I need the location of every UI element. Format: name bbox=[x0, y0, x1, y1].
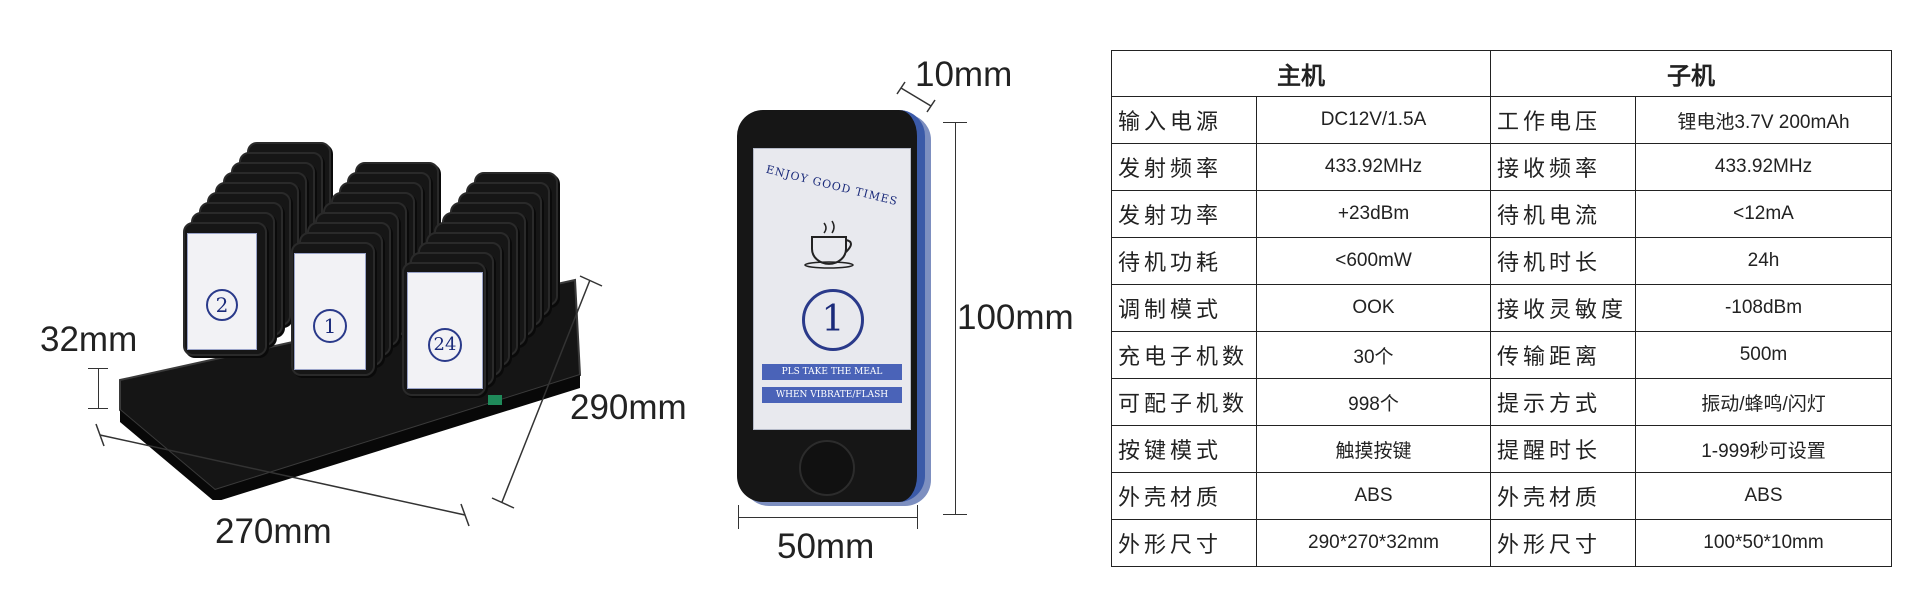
host-spec-value: ABS bbox=[1256, 472, 1491, 520]
dim-tick bbox=[88, 408, 108, 409]
dim-tick bbox=[943, 514, 967, 515]
pager-number: 1 bbox=[802, 289, 864, 351]
pager-spec-name: 外形尺寸 bbox=[1490, 519, 1636, 567]
dim-dock-width: 270mm bbox=[215, 512, 332, 551]
dim-tick bbox=[917, 505, 918, 529]
dim-tick bbox=[88, 368, 108, 369]
dock-pager-number: 24 bbox=[428, 328, 462, 362]
dim-pager-width: 50mm bbox=[777, 527, 875, 566]
header-pager: 子机 bbox=[1490, 50, 1892, 97]
host-spec-name: 外壳材质 bbox=[1111, 472, 1257, 520]
dock-pager-label-right: 24 bbox=[407, 272, 483, 389]
host-spec-name: 发射功率 bbox=[1111, 190, 1257, 238]
pager-spec-value: 振动/蜂鸣/闪灯 bbox=[1635, 378, 1892, 426]
pager-home-button bbox=[799, 440, 855, 496]
dim-tick bbox=[738, 505, 739, 529]
dim-pager-thickness: 10mm bbox=[915, 55, 1013, 94]
pager-spec-value: ABS bbox=[1635, 472, 1892, 520]
dock-pager-label-left: 2 bbox=[187, 233, 257, 350]
host-spec-name: 按键模式 bbox=[1111, 425, 1257, 473]
pager-spec-name: 待机电流 bbox=[1490, 190, 1636, 238]
dim-dock-height: 32mm bbox=[40, 320, 138, 359]
pager-banner-1: PLS TAKE THE MEAL bbox=[762, 364, 902, 380]
host-spec-name: 充电子机数 bbox=[1111, 331, 1257, 379]
pager-spec-name: 接收灵敏度 bbox=[1490, 284, 1636, 332]
host-spec-name: 待机功耗 bbox=[1111, 237, 1257, 285]
host-spec-value: 998个 bbox=[1256, 378, 1491, 426]
pager-banner-2: WHEN VIBRATE/FLASH bbox=[762, 387, 902, 403]
pager-spec-value: 24h bbox=[1635, 237, 1892, 285]
host-spec-value: 433.92MHz bbox=[1256, 143, 1491, 191]
pager-spec-name: 提醒时长 bbox=[1490, 425, 1636, 473]
dim-pager-height: 100mm bbox=[957, 298, 1072, 337]
host-spec-value: +23dBm bbox=[1256, 190, 1491, 238]
pager-screen: ENJOY GOOD TIMES 1 PLS TAKE THE MEAL WHE… bbox=[753, 148, 911, 430]
dock-pager-number: 1 bbox=[313, 309, 347, 343]
host-spec-name: 可配子机数 bbox=[1111, 378, 1257, 426]
spec-table-header: 主机 子机 bbox=[1111, 50, 1892, 97]
pager-spec-name: 外壳材质 bbox=[1490, 472, 1636, 520]
pager-spec-value: 1-999秒可设置 bbox=[1635, 425, 1892, 473]
pager-spec-name: 接收频率 bbox=[1490, 143, 1636, 191]
host-spec-name: 调制模式 bbox=[1111, 284, 1257, 332]
dim-line-height bbox=[98, 368, 99, 408]
host-spec-value: OOK bbox=[1256, 284, 1491, 332]
dim-line-thickness bbox=[896, 81, 936, 113]
dim-line-width bbox=[95, 423, 470, 527]
pager-spec-value: 锂电池3.7V 200mAh bbox=[1635, 96, 1892, 144]
pager-brand-line: ENJOY GOOD TIMES bbox=[764, 162, 900, 209]
host-spec-value: 30个 bbox=[1256, 331, 1491, 379]
host-spec-value: 290*270*32mm bbox=[1256, 519, 1491, 567]
host-spec-name: 输入电源 bbox=[1111, 96, 1257, 144]
pager-spec-name: 传输距离 bbox=[1490, 331, 1636, 379]
pager-spec-value: <12mA bbox=[1635, 190, 1892, 238]
dim-line-pager-height bbox=[955, 122, 956, 514]
pager-spec-name: 提示方式 bbox=[1490, 378, 1636, 426]
pager-spec-name: 工作电压 bbox=[1490, 96, 1636, 144]
pager-spec-value: -108dBm bbox=[1635, 284, 1892, 332]
pager-spec-value: 500m bbox=[1635, 331, 1892, 379]
dim-tick bbox=[943, 122, 967, 123]
host-spec-value: 触摸按键 bbox=[1256, 425, 1491, 473]
host-spec-name: 发射频率 bbox=[1111, 143, 1257, 191]
header-host: 主机 bbox=[1111, 50, 1491, 97]
pager-spec-value: 100*50*10mm bbox=[1635, 519, 1892, 567]
pager-product-image: ENJOY GOOD TIMES 1 PLS TAKE THE MEAL WHE… bbox=[737, 110, 925, 502]
dock-pager-number: 2 bbox=[206, 289, 238, 321]
pager-spec-value: 433.92MHz bbox=[1635, 143, 1892, 191]
host-spec-name: 外形尺寸 bbox=[1111, 519, 1257, 567]
host-spec-value: DC12V/1.5A bbox=[1256, 96, 1491, 144]
dim-line-depth bbox=[491, 275, 603, 509]
coffee-cup-icon bbox=[804, 219, 864, 273]
dim-line-pager-width bbox=[738, 517, 918, 518]
pager-spec-name: 待机时长 bbox=[1490, 237, 1636, 285]
dim-dock-depth: 290mm bbox=[570, 388, 687, 427]
host-spec-value: <600mW bbox=[1256, 237, 1491, 285]
dock-pager-label-middle: 1 bbox=[294, 253, 366, 370]
